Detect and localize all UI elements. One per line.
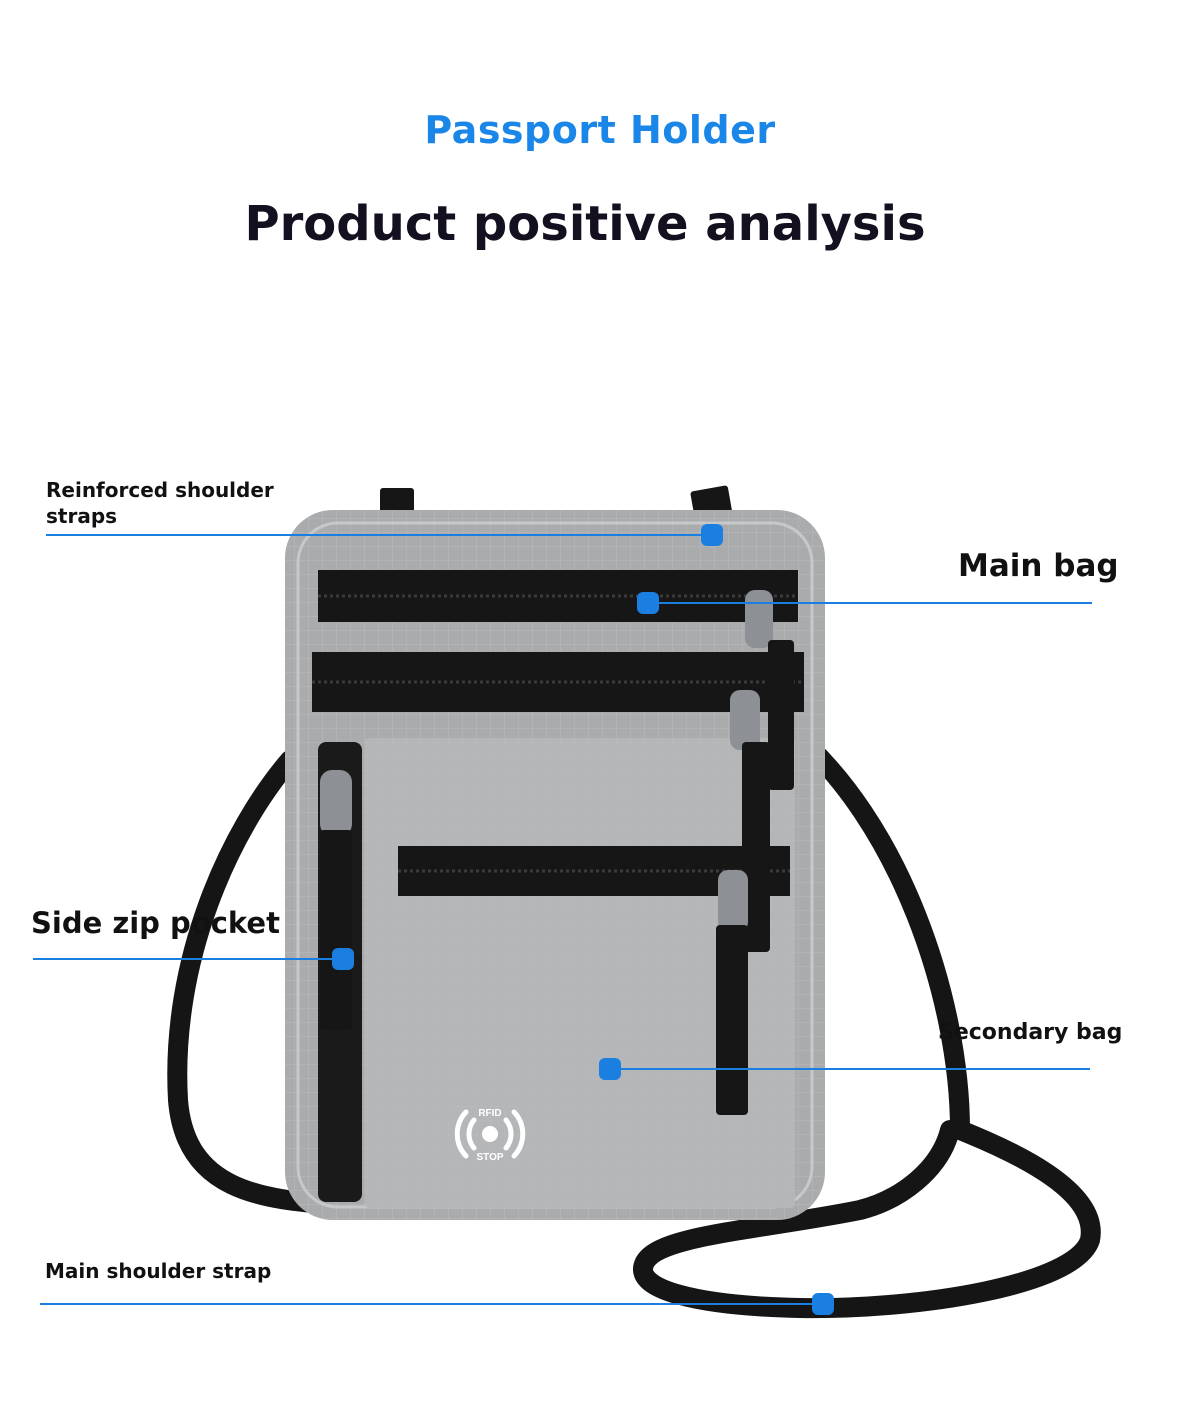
callout-dot-straps	[701, 524, 723, 546]
brand-title: Passport Holder	[424, 108, 776, 152]
callout-dots	[332, 524, 834, 1315]
page-title: Product positive analysis	[244, 196, 926, 252]
callout-label-straps: Reinforced shoulder straps	[46, 478, 274, 528]
callout-label-secondary-bag: Secondary bag	[938, 1020, 1123, 1045]
zipper-pull-1	[745, 590, 794, 790]
zipper-pull-2	[730, 690, 770, 952]
callout-label-side-pocket: Side zip pocket	[31, 906, 280, 940]
callout-dot-main-strap	[812, 1293, 834, 1315]
rfid-badge-bottom: STOP	[476, 1152, 503, 1163]
callout-label-main-strap: Main shoulder strap	[45, 1259, 272, 1283]
callout-dot-secondary	[599, 1058, 621, 1080]
zipper-pull-4	[716, 870, 748, 1115]
rfid-badge-top: RFID	[478, 1108, 501, 1119]
zipper-pull-3	[320, 770, 352, 1030]
callout-dot-main-bag	[637, 592, 659, 614]
callout-dot-side-pocket	[332, 948, 354, 970]
rfid-badge: RFID STOP	[454, 1108, 526, 1163]
main-shoulder-strap	[167, 720, 1101, 1319]
callout-lines	[33, 534, 1092, 1305]
callout-label-main-bag: Main bag	[958, 548, 1119, 584]
